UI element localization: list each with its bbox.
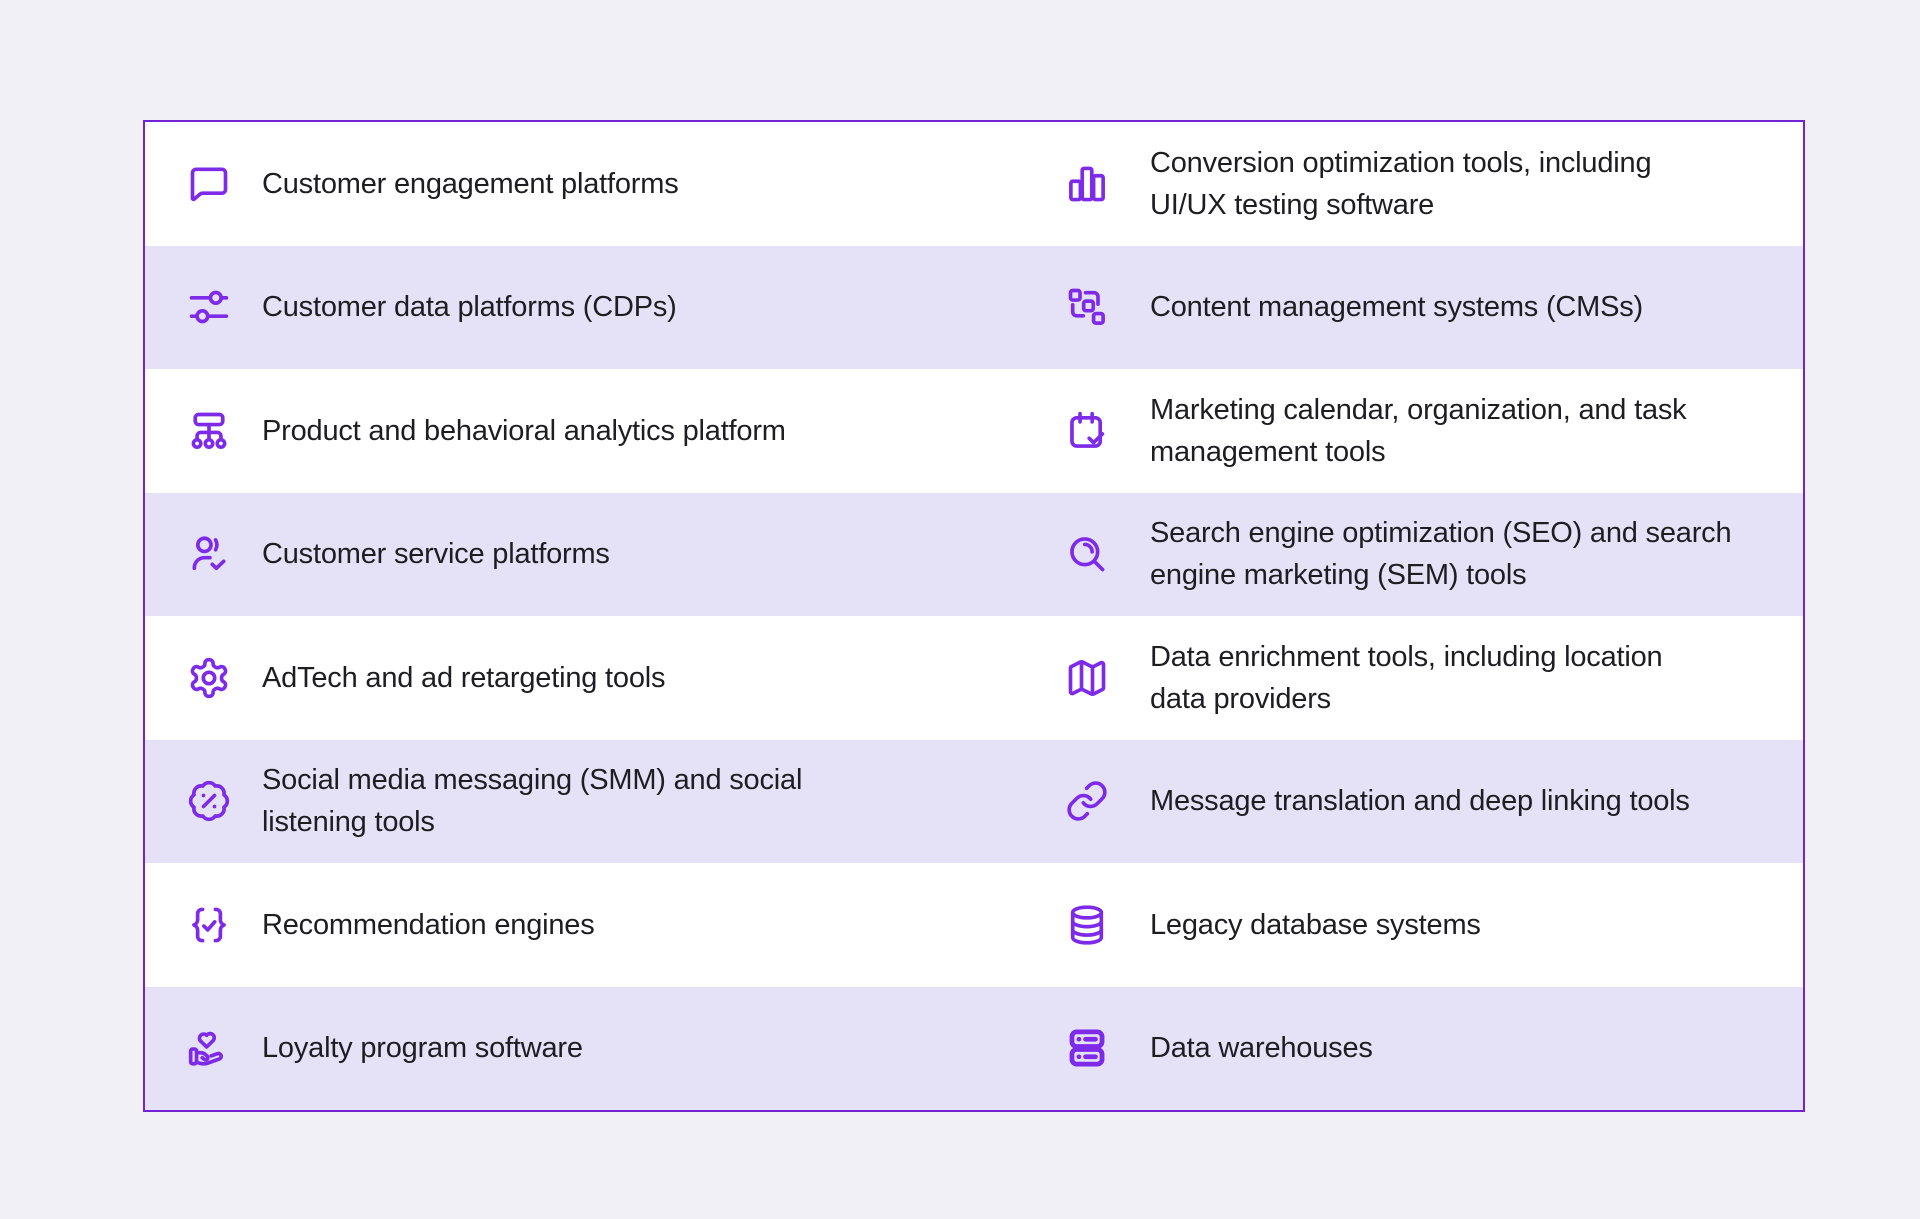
sliders-icon bbox=[187, 285, 231, 329]
user-check-icon bbox=[187, 532, 231, 576]
cell: Message translation and deep linking too… bbox=[1065, 740, 1803, 864]
cell: Conversion optimization tools, including… bbox=[1065, 122, 1803, 246]
item-label: Legacy database systems bbox=[1150, 908, 1481, 941]
hand-heart-icon bbox=[187, 1026, 231, 1070]
item-label: Message translation and deep linking too… bbox=[1150, 785, 1690, 818]
search-magnifier-icon bbox=[1065, 532, 1109, 576]
item-label: Loyalty program software bbox=[262, 1032, 583, 1065]
cell: Content management systems (CMSs) bbox=[1065, 246, 1803, 370]
sitemap-icon bbox=[187, 409, 231, 453]
table-row: Loyalty program software Data warehouses bbox=[145, 986, 1803, 1111]
bar-chart-icon bbox=[1065, 162, 1109, 206]
calendar-check-icon bbox=[1065, 409, 1109, 453]
table-row: Customer engagement platforms Conversion… bbox=[145, 122, 1803, 246]
cell: Customer service platforms bbox=[145, 493, 1065, 617]
cell: Loyalty program software bbox=[145, 987, 1065, 1111]
cell: Data enrichment tools, including locatio… bbox=[1065, 616, 1803, 740]
table-row: Product and behavioral analytics platfor… bbox=[145, 369, 1803, 493]
item-label: Marketing calendar, organization, and ta… bbox=[1150, 393, 1687, 468]
item-label: Search engine optimization (SEO) and sea… bbox=[1150, 517, 1732, 592]
martech-tools-table: Customer engagement platforms Conversion… bbox=[143, 120, 1805, 1112]
item-label: Customer engagement platforms bbox=[262, 167, 679, 200]
chat-bubble-icon bbox=[187, 162, 231, 206]
table-row: Recommendation engines Legacy database s… bbox=[145, 863, 1803, 987]
cell: Product and behavioral analytics platfor… bbox=[145, 369, 1065, 493]
item-label: Data enrichment tools, including locatio… bbox=[1150, 640, 1663, 715]
item-label: Data warehouses bbox=[1150, 1032, 1373, 1065]
table-row: Customer data platforms (CDPs) Content m… bbox=[145, 245, 1803, 370]
cms-blocks-icon bbox=[1065, 285, 1109, 329]
item-label: Recommendation engines bbox=[262, 908, 595, 941]
chain-link-icon bbox=[1065, 779, 1109, 823]
database-cylinder-icon bbox=[1065, 903, 1109, 947]
badge-percent-icon bbox=[187, 779, 231, 823]
cell: Customer engagement platforms bbox=[145, 122, 1065, 246]
cell: Customer data platforms (CDPs) bbox=[145, 246, 1065, 370]
cell: Recommendation engines bbox=[145, 863, 1065, 987]
cell: Legacy database systems bbox=[1065, 863, 1803, 987]
item-label: Product and behavioral analytics platfor… bbox=[262, 414, 786, 447]
table-row: Customer service platforms Search engine… bbox=[145, 492, 1803, 617]
item-label: AdTech and ad retargeting tools bbox=[262, 661, 666, 694]
cell: Social media messaging (SMM) and social … bbox=[145, 740, 1065, 864]
item-label: Customer data platforms (CDPs) bbox=[262, 291, 677, 324]
folded-map-icon bbox=[1065, 656, 1109, 700]
table-row: Social media messaging (SMM) and social … bbox=[145, 739, 1803, 864]
braces-check-icon bbox=[187, 903, 231, 947]
server-stack-icon bbox=[1065, 1026, 1109, 1070]
gear-icon bbox=[187, 656, 231, 700]
table-row: AdTech and ad retargeting tools Data enr… bbox=[145, 616, 1803, 740]
cell: Data warehouses bbox=[1065, 987, 1803, 1111]
item-label: Customer service platforms bbox=[262, 538, 610, 571]
cell: AdTech and ad retargeting tools bbox=[145, 616, 1065, 740]
item-label: Content management systems (CMSs) bbox=[1150, 291, 1644, 324]
item-label: Social media messaging (SMM) and social … bbox=[262, 764, 803, 839]
cell: Marketing calendar, organization, and ta… bbox=[1065, 369, 1803, 493]
item-label: Conversion optimization tools, including… bbox=[1150, 146, 1652, 221]
cell: Search engine optimization (SEO) and sea… bbox=[1065, 493, 1803, 617]
